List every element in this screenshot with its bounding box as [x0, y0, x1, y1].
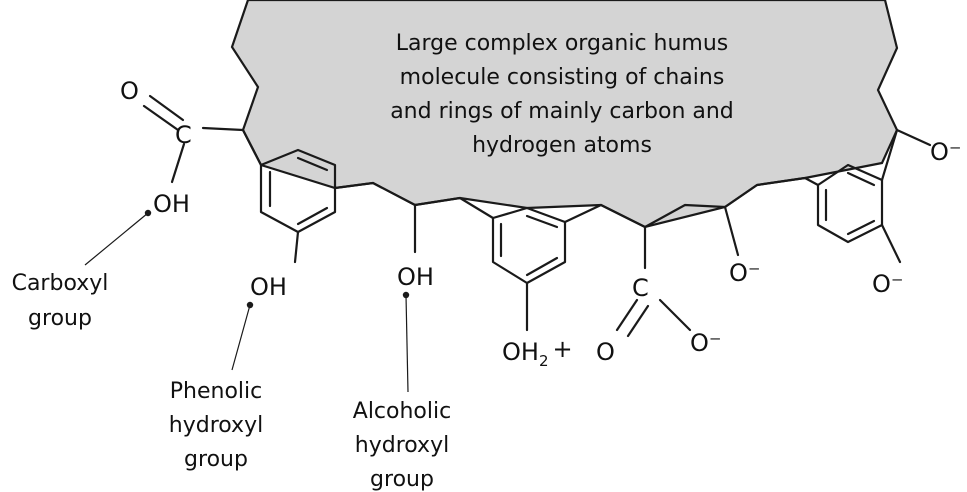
alcoholic-hydroxyl: OH — [397, 263, 434, 291]
humus-description-line-3: and rings of mainly carbon and — [390, 99, 734, 124]
carboxyl-double-bond-oxygen: O — [120, 77, 139, 105]
carboxylate-double-bond-oxygen: O — [596, 338, 615, 366]
molecule-bonds — [142, 94, 932, 338]
phenoxide-oxygen-anion: O⁻ — [872, 270, 904, 298]
alkoxide-oxygen-anion: O⁻ — [729, 259, 761, 287]
label-leaders — [84, 209, 410, 393]
alcoholic-group-label-line-3: group — [370, 467, 434, 492]
alcoholic-group-label-line-1: Alcoholic — [353, 399, 451, 424]
carboxylate-carbon: C — [632, 274, 649, 302]
carboxyl-hydroxyl: OH — [153, 190, 190, 218]
phenolic-hydroxyl: OH — [250, 273, 287, 301]
phenolic-group-label-line-2: hydroxyl — [169, 413, 263, 438]
phenolic-group-label-line-3: group — [184, 447, 248, 472]
humus-description-line-2: molecule consisting of chains — [400, 65, 725, 90]
alcoholic-group-label-line-2: hydroxyl — [355, 433, 449, 458]
oxonium-group: OH2+ — [502, 335, 573, 370]
carboxyl-group-label-line-1: Carboxyl — [12, 271, 109, 296]
carboxylate-oxygen-anion: O⁻ — [690, 329, 722, 357]
oxonium-oh: OH — [502, 338, 539, 366]
humus-description-line-1: Large complex organic humus — [396, 31, 729, 56]
humus-description-line-4: hydrogen atoms — [472, 133, 652, 158]
oxonium-charge: + — [552, 335, 572, 363]
carboxyl-carbon: C — [175, 121, 192, 149]
carboxyl-group-label-line-2: group — [28, 306, 92, 331]
phenolic-group-label-line-1: Phenolic — [170, 379, 262, 404]
edge-oxygen-anion: O⁻ — [930, 138, 962, 166]
oxonium-subscript: 2 — [539, 352, 549, 370]
